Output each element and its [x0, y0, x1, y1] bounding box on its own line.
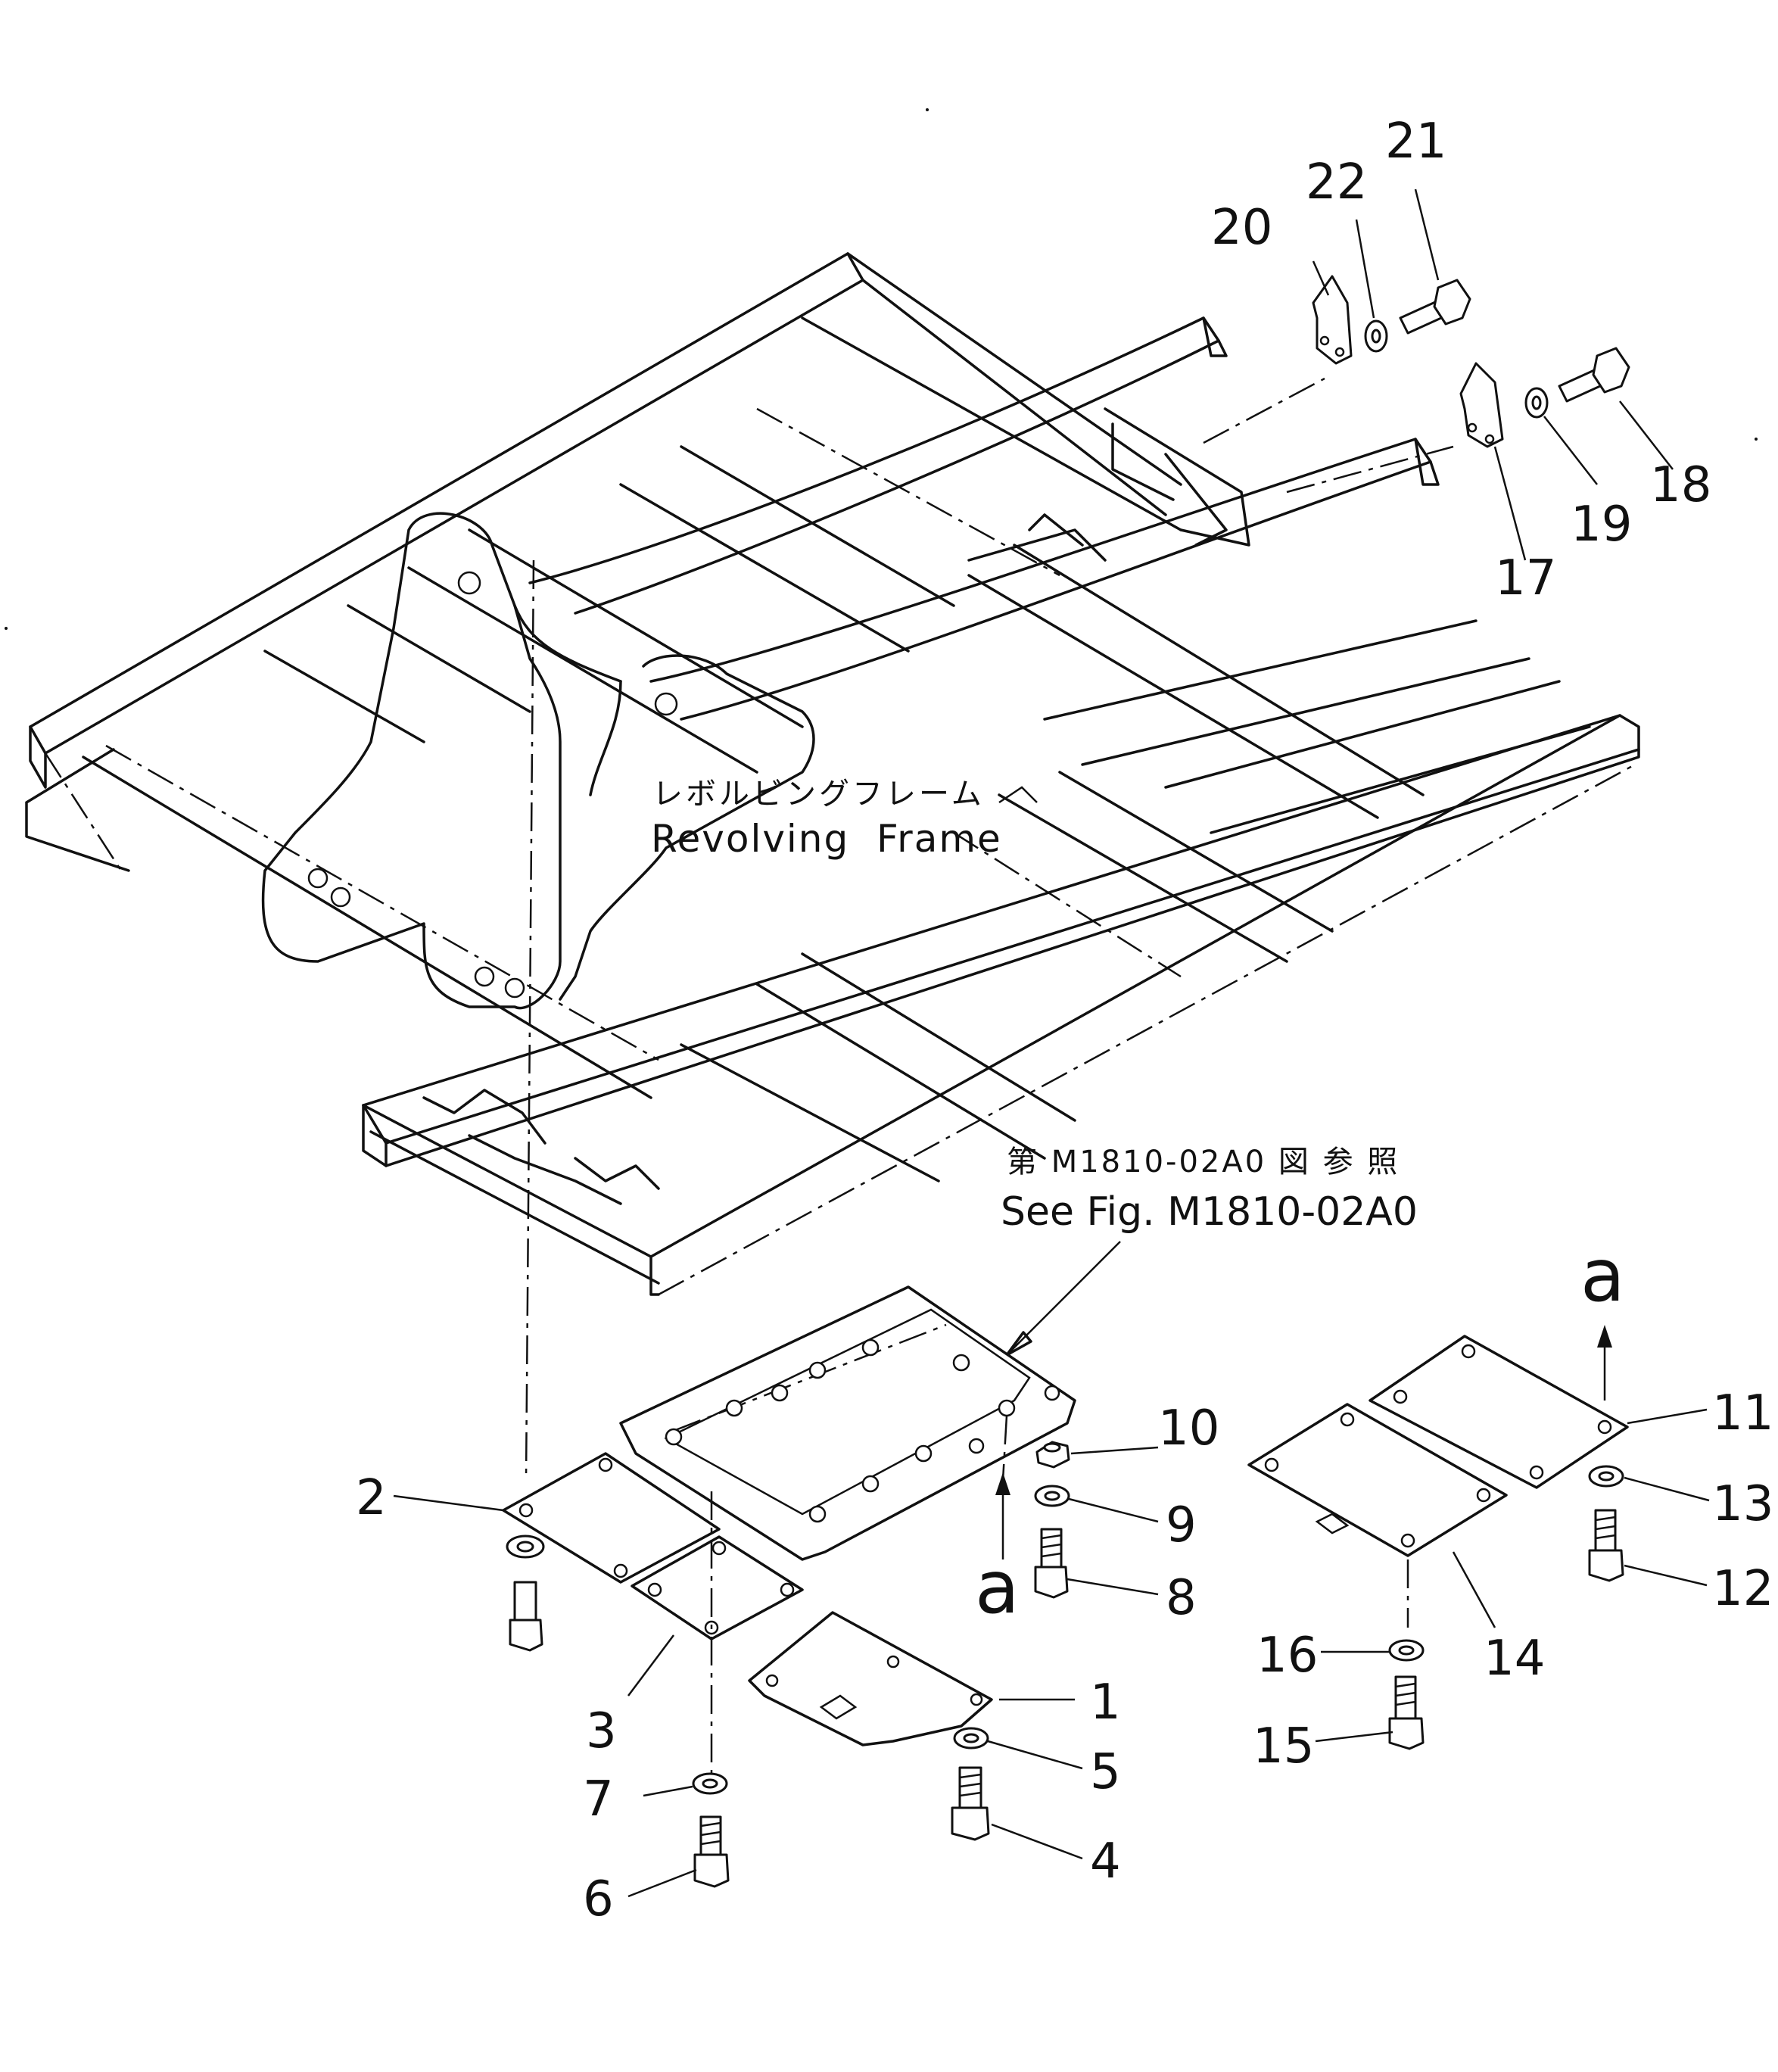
callout-5: 5 — [1090, 1744, 1121, 1800]
bolt-8 — [1034, 1528, 1069, 1599]
view-marker-lower: a — [975, 1545, 1020, 1630]
bolt-6 — [693, 1815, 730, 1888]
plate-3 — [631, 1535, 804, 1640]
washer-9 — [1034, 1485, 1070, 1507]
nut-10 — [1035, 1441, 1070, 1469]
callout-2: 2 — [356, 1470, 387, 1526]
callout-3: 3 — [586, 1703, 617, 1759]
callout-4: 4 — [1090, 1834, 1121, 1890]
bolt-4 — [951, 1766, 990, 1841]
callout-12: 12 — [1712, 1561, 1773, 1617]
revolving-frame-drawing — [25, 252, 1640, 1296]
washer-5 — [953, 1727, 989, 1750]
frame-label-en: Revolving Frame — [651, 817, 1002, 861]
bolt-15 — [1388, 1675, 1425, 1750]
bracket-20 — [1312, 275, 1353, 365]
cover-11 — [1369, 1335, 1629, 1489]
plate-2 — [502, 1452, 721, 1584]
part-callouts: 1 2 3 4 5 6 7 8 9 10 11 12 13 14 15 16 1… — [356, 114, 1773, 1927]
callout-1: 1 — [1090, 1675, 1121, 1731]
frame-label-jp: レボルビングフレーム — [652, 777, 985, 812]
washer-13 — [1588, 1465, 1624, 1488]
washer-under-plate-2 — [506, 1535, 545, 1559]
callout-18: 18 — [1650, 457, 1711, 513]
bolt-under-plate-2 — [509, 1581, 543, 1652]
view-marker-upper: a — [1580, 1233, 1625, 1318]
reference-en: See Fig. M1810-02A0 — [1001, 1189, 1418, 1235]
washer-16 — [1388, 1639, 1425, 1662]
figure-reference: 第 M1810-02A0 図 参 照 See Fig. M1810-02A0 — [1001, 1145, 1418, 1357]
callout-20: 20 — [1211, 200, 1272, 256]
washer-22 — [1364, 319, 1388, 353]
callout-6: 6 — [583, 1871, 614, 1927]
reference-jp: 第 M1810-02A0 図 参 照 — [1007, 1145, 1400, 1179]
callout-7: 7 — [583, 1771, 614, 1827]
cover-1 — [748, 1611, 993, 1746]
callout-10: 10 — [1158, 1401, 1219, 1457]
callout-15: 15 — [1253, 1718, 1314, 1774]
bolt-18 — [1558, 347, 1630, 403]
callout-22: 22 — [1306, 154, 1367, 210]
callout-8: 8 — [1166, 1570, 1197, 1626]
callout-17: 17 — [1495, 550, 1556, 606]
callout-19: 19 — [1571, 497, 1632, 553]
callout-21: 21 — [1385, 114, 1446, 170]
callout-11: 11 — [1712, 1385, 1773, 1441]
bolt-12 — [1588, 1509, 1624, 1582]
washer-19 — [1524, 387, 1549, 419]
revolving-frame-label: レボルビングフレーム Revolving Frame — [651, 777, 1038, 861]
center-cover-plate — [619, 1285, 1076, 1561]
centerline-frame-to-plate — [525, 559, 535, 1481]
callout-13: 13 — [1712, 1476, 1773, 1532]
leader-lines — [393, 189, 1710, 1898]
callout-14: 14 — [1484, 1631, 1545, 1687]
bolt-21 — [1399, 279, 1471, 335]
cover-14 — [1247, 1403, 1508, 1557]
callout-16: 16 — [1256, 1628, 1318, 1684]
bracket-17 — [1459, 362, 1504, 448]
washer-7 — [692, 1772, 728, 1795]
callout-9: 9 — [1166, 1497, 1197, 1553]
